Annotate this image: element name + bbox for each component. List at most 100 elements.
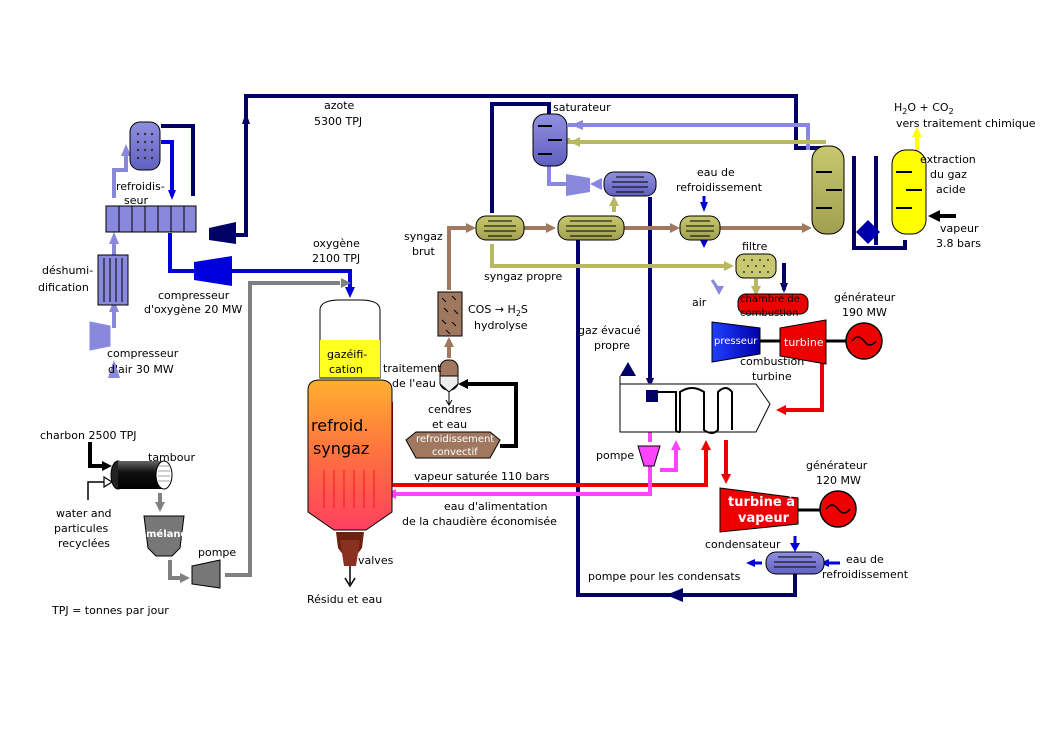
dehumidifier xyxy=(97,254,129,306)
slurry-pump-label: pompe xyxy=(198,546,236,559)
air-separation-column xyxy=(129,121,161,171)
coal-label: charbon 2500 TPJ xyxy=(40,429,137,442)
dehumidification-label-2: dification xyxy=(38,281,89,294)
syngas-exchanger-2 xyxy=(557,215,625,241)
saturator-cooler xyxy=(603,171,657,197)
syngas-exchanger-1 xyxy=(475,215,525,241)
feedwater-label-1: eau d'alimentation xyxy=(444,500,547,513)
recycled-water-arrow xyxy=(87,481,104,500)
heat-exchanger-diamond xyxy=(856,220,880,244)
syngas-exchanger-3 xyxy=(679,215,721,241)
convective-cooler xyxy=(405,431,501,459)
acid-gas-stripper xyxy=(891,149,927,235)
generator-2 xyxy=(819,490,857,528)
gasification-label-2: cation xyxy=(329,363,363,376)
combustion-chamber xyxy=(737,293,809,315)
tpj-legend: TPJ = tonnes par jour xyxy=(51,604,169,617)
combustion-chamber-label-1: chambre de xyxy=(740,294,800,305)
oxygen-compressor-label-1: compresseur xyxy=(158,289,230,302)
air-label: air xyxy=(692,296,707,309)
mixer-label: mélange xyxy=(146,528,195,540)
generator-1 xyxy=(845,322,883,360)
cos-label-2: hydrolyse xyxy=(474,319,528,332)
combustion-chamber-label-2: combustion xyxy=(740,308,798,319)
saturated-steam-label: vapeur saturée 110 bars xyxy=(414,470,550,483)
h2o-co2-label: H2O + CO2 xyxy=(894,101,954,116)
clean-gas-stack xyxy=(620,362,636,376)
oxygen-pipe xyxy=(161,140,352,292)
acid-gas-absorber xyxy=(811,145,845,235)
steam-pressure-label: 3.8 bars xyxy=(936,237,981,250)
oxygen-rate: 2100 TPJ xyxy=(312,252,360,265)
raw-syngas-label-1: syngaz xyxy=(404,230,443,243)
steam-turbine xyxy=(719,487,799,533)
cooler-label-2: seur xyxy=(124,194,148,207)
generator-2-power: 120 MW xyxy=(816,474,861,487)
convective-cooler-label-2: convectif xyxy=(432,447,478,458)
cooling-water-label-1: eau de xyxy=(697,166,735,179)
condenser-cooling-label-2: refroidissement xyxy=(822,568,909,581)
nitrogen-rate: 5300 TPJ xyxy=(314,115,362,128)
water-treatment-label-1: traitement xyxy=(383,362,442,375)
acid-gas-label-1: extraction xyxy=(920,153,976,166)
compressor-label: presseur xyxy=(714,336,758,347)
oxygen-compressor-label-2: d'oxygène 20 MW xyxy=(144,303,242,316)
ash-water-label-2: et eau xyxy=(432,418,467,431)
convective-cooler-label-1: refroidissement xyxy=(416,434,494,445)
gasification-label-1: gazéifi- xyxy=(327,348,367,361)
generator-2-label: générateur xyxy=(806,459,868,472)
cos-label-1: COS → H2S xyxy=(468,303,528,318)
chemical-treatment-label: vers traitement chimique xyxy=(896,117,1036,130)
acid-gas-label-2: du gaz xyxy=(930,168,967,181)
nitrogen-compressor xyxy=(209,222,236,244)
saturator xyxy=(532,113,568,167)
oxygen-compressor xyxy=(194,256,232,286)
saturator-label: saturateur xyxy=(553,101,611,114)
air-compressor-label-2: d'air 30 MW xyxy=(108,363,174,376)
gas-turbine xyxy=(779,319,827,365)
combustion-turbine-label-2: turbine xyxy=(752,370,792,383)
dehumidification-label-1: déshumi- xyxy=(42,264,93,277)
water-treatment-label-2: de l'eau xyxy=(392,377,436,390)
residue-label: Résidu et eau xyxy=(307,593,382,606)
cos-hydrolysis-reactor xyxy=(437,291,463,337)
generator-1-power: 190 MW xyxy=(842,306,887,319)
valves-label: valves xyxy=(358,554,394,567)
ash-water-label-1: cendres xyxy=(428,403,472,416)
recycled-water-label-1: water and xyxy=(56,507,112,520)
air-compressor-label-1: compresseur xyxy=(107,347,179,360)
condenser-cooling-label-1: eau de xyxy=(846,553,884,566)
condenser xyxy=(765,551,825,575)
nitrogen-label: azote xyxy=(324,99,355,112)
steam-turbine-label-1: turbine à xyxy=(728,495,795,510)
condensate-pump-label: pompe pour les condensats xyxy=(588,570,741,583)
cooler-label-1: refroidis- xyxy=(116,180,165,193)
hp-pump xyxy=(637,445,661,467)
syngas-cooler-label-2: syngaz xyxy=(313,439,369,458)
steam-label: vapeur xyxy=(940,222,979,235)
cooling-water-label-2: refroidissement xyxy=(676,181,763,194)
filter-label: filtre xyxy=(742,240,768,253)
hp-pump-label: pompe xyxy=(596,449,634,462)
raw-syngas-label-2: brut xyxy=(412,245,435,258)
clean-exhaust-label-1: gaz évacué xyxy=(578,324,641,337)
drum-label: tambour xyxy=(148,451,195,464)
air-compressor xyxy=(89,321,111,351)
heat-recovery-steam-generator xyxy=(619,380,771,434)
acid-gas-label-3: acide xyxy=(936,183,966,196)
turbine-label: turbine xyxy=(784,336,824,349)
recycled-water-label-3: recyclées xyxy=(58,537,110,550)
steam-turbine-label-2: vapeur xyxy=(738,511,790,526)
gas-turbine-compressor xyxy=(711,321,761,363)
syngas-cooler-label-1: refroid. xyxy=(311,416,368,435)
oxygen-label: oxygène xyxy=(313,237,360,250)
feedwater-label-2: de la chaudière économisée xyxy=(402,515,557,528)
coal-drum xyxy=(110,460,173,490)
recycled-water-label-2: particules xyxy=(54,522,108,535)
filter xyxy=(735,253,777,279)
combustion-turbine-label-1: combustion xyxy=(740,355,804,368)
mixing-tank xyxy=(143,515,185,557)
condenser-label: condensateur xyxy=(705,538,781,551)
generator-1-label: générateur xyxy=(834,291,896,304)
